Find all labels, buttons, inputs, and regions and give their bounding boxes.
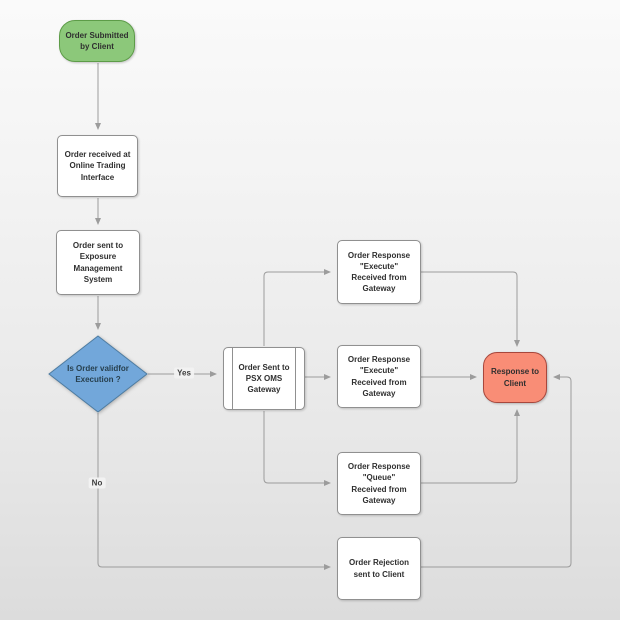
edge-execute-top-end bbox=[421, 271, 520, 347]
node-label: Order Sent to PSX OMS Gateway bbox=[238, 362, 290, 395]
edge-group bbox=[95, 63, 572, 570]
node-label: Is Order validfor Execution ? bbox=[67, 363, 129, 384]
edge-queue-end bbox=[421, 409, 520, 484]
node-label: Order Response "Execute" Received from G… bbox=[347, 355, 411, 398]
node-exposure-system: Order sent to Exposure Management System bbox=[56, 230, 140, 295]
edge-label-yes: Yes bbox=[174, 367, 194, 379]
edge-decision-rejection-no bbox=[97, 413, 331, 570]
node-label: Order sent to Exposure Management System bbox=[72, 241, 124, 284]
node-response-queue: Order Response "Queue" Received from Gat… bbox=[337, 452, 421, 515]
node-decision-valid: Is Order validfor Execution ? bbox=[53, 356, 143, 392]
node-psx-gateway: Order Sent to PSX OMS Gateway bbox=[223, 347, 305, 410]
edge-gateway-queue bbox=[263, 411, 331, 486]
node-label: Order Response "Queue" Received from Gat… bbox=[347, 462, 411, 505]
node-label: Order Submitted by Client bbox=[65, 30, 129, 51]
edge-gateway-execute-top bbox=[263, 269, 331, 346]
node-response-execute-1: Order Response "Execute" Received from G… bbox=[337, 240, 421, 304]
node-label: Order Response "Execute" Received from G… bbox=[347, 250, 411, 294]
node-response-client: Response to Client bbox=[483, 352, 547, 403]
node-label: Order Rejection sent to Client bbox=[348, 558, 409, 579]
edge-label-no: No bbox=[88, 477, 106, 489]
node-label: Response to Client bbox=[490, 367, 539, 388]
decision-diamond-shape bbox=[48, 335, 148, 413]
node-label: Order received at Online Trading Interfa… bbox=[64, 150, 131, 182]
node-response-execute-2: Order Response "Execute" Received from G… bbox=[337, 345, 421, 408]
node-order-rejection: Order Rejection sent to Client bbox=[337, 537, 421, 600]
node-order-submitted: Order Submitted by Client bbox=[59, 20, 135, 62]
edge-rejection-end bbox=[421, 374, 572, 568]
node-order-received: Order received at Online Trading Interfa… bbox=[57, 135, 138, 197]
